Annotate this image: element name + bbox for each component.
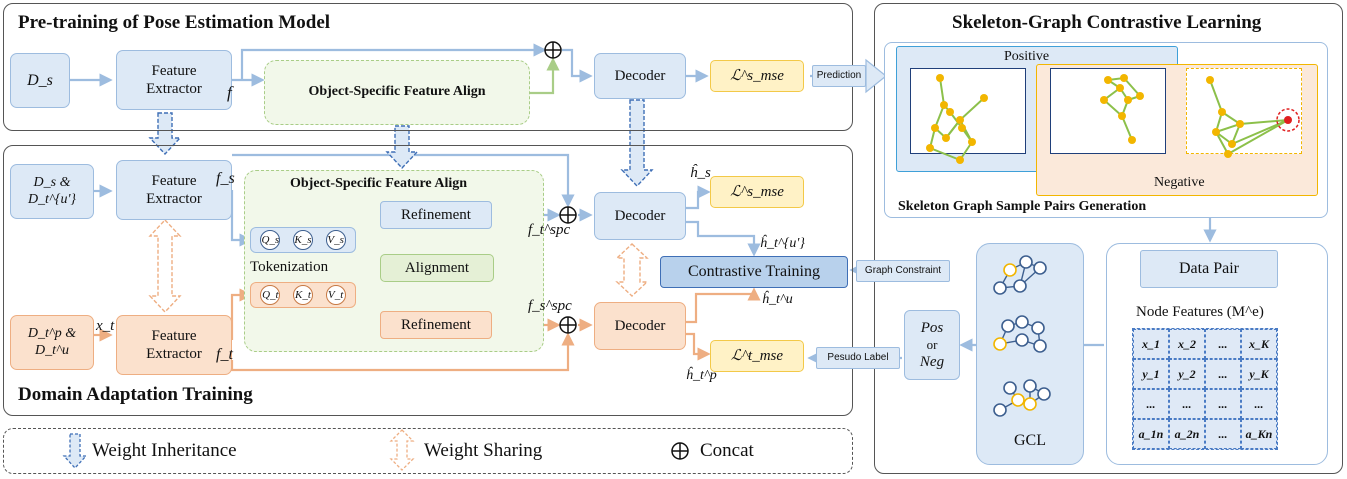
source-decoder: Decoder xyxy=(594,192,686,240)
source-input: D_s & D_t^{u'} xyxy=(10,164,94,219)
sample-pairs-caption: Skeleton Graph Sample Pairs Generation xyxy=(898,199,1147,214)
token-vs: V_s xyxy=(325,230,346,250)
node-feature-cell: a_2n xyxy=(1169,419,1205,449)
gcl-label: GCL xyxy=(1014,431,1046,449)
domain-panel xyxy=(3,145,853,416)
target-feature-extractor: Feature Extractor xyxy=(116,315,232,375)
positive-label: Positive xyxy=(1004,49,1050,64)
graph-constraint-arrow: Graph Constraint xyxy=(856,260,950,282)
node-feature-cell: ... xyxy=(1205,419,1241,449)
token-qt: Q_t xyxy=(260,285,281,305)
domain-align-title: Object-Specific Feature Align xyxy=(290,176,468,191)
domain-title: Domain Adaptation Training xyxy=(18,384,253,405)
legend-icons xyxy=(62,429,689,471)
pretrain-arrows xyxy=(70,43,709,87)
token-vt: V_t xyxy=(325,285,346,305)
target-input: D_t^p & D_t^u xyxy=(10,315,94,370)
pos-neg-box: Pos or Neg xyxy=(904,310,960,380)
graph-constraint-label: Graph Constraint xyxy=(864,265,942,276)
ht-u-prime-label: ĥ_t^{u'} xyxy=(760,236,805,251)
source-loss: ℒ^s_mse xyxy=(710,176,804,208)
pretrain-input: D_s xyxy=(10,53,70,108)
source-refinement: Refinement xyxy=(380,201,492,229)
node-feature-cell: ... xyxy=(1205,329,1241,359)
node-feature-cell: ... xyxy=(1241,389,1277,419)
target-decoder: Decoder xyxy=(594,302,686,350)
alignment-block: Alignment xyxy=(380,254,494,282)
contrastive-training[interactable]: Contrastive Training xyxy=(660,256,848,288)
node-feature-cell: ... xyxy=(1205,359,1241,389)
pretrain-title: Pre-training of Pose Estimation Model xyxy=(18,12,331,33)
node-feature-cell: x_K xyxy=(1241,329,1277,359)
legend-sharing-label: Weight Sharing xyxy=(424,440,543,461)
legend-concat-label: Concat xyxy=(700,440,754,461)
ft-spc-label: f_t^spc xyxy=(528,222,571,238)
fs-spc-label: f_s^spc xyxy=(528,298,572,314)
ft-label: f_t xyxy=(216,346,233,363)
pretrain-align-container xyxy=(264,60,530,125)
pseudo-label-arrow: Pesudo Label xyxy=(816,347,900,369)
prediction-label: Prediction xyxy=(816,70,862,81)
target-refinement: Refinement xyxy=(380,311,492,339)
pretrain-f-label: f xyxy=(227,83,232,102)
neg-label: Neg xyxy=(919,353,945,370)
fs-label: f_s xyxy=(216,170,235,187)
node-features-label: Node Features (M^e) xyxy=(1136,304,1264,320)
tokenization-label: Tokenization xyxy=(250,259,329,275)
token-ks: K_s xyxy=(292,230,313,250)
pseudo-label-label: Pesudo Label xyxy=(827,352,889,363)
node-feature-cell: y_1 xyxy=(1133,359,1169,389)
node-feature-cell: x_1 xyxy=(1133,329,1169,359)
token-kt: K_t xyxy=(292,285,313,305)
node-feature-cell: a_1n xyxy=(1133,419,1169,449)
pretrain-loss: ℒ^s_mse xyxy=(710,60,804,92)
source-feature-extractor: Feature Extractor xyxy=(116,160,232,220)
source-tokens: Q_s K_s V_s xyxy=(250,227,356,253)
target-tokens: Q_t K_t V_t xyxy=(250,282,356,308)
ht-p-label: ĥ_t^p xyxy=(686,368,717,383)
pos-label: Pos xyxy=(920,320,944,337)
hs-label: ĥ_s xyxy=(690,165,711,181)
weight-sharing-arrows xyxy=(148,218,649,314)
pretrain-decoder: Decoder xyxy=(594,53,686,99)
positive-thumb-1 xyxy=(910,68,1026,154)
xt-label: x_t xyxy=(96,318,115,334)
legend-inheritance-label: Weight Inheritance xyxy=(92,440,237,461)
node-feature-cell: y_K xyxy=(1241,359,1277,389)
pretrain-align-label: Object-Specific Feature Align xyxy=(308,84,486,100)
node-feature-cell: ... xyxy=(1205,389,1241,419)
node-feature-cell: ... xyxy=(1133,389,1169,419)
node-feature-cell: ... xyxy=(1169,389,1205,419)
node-feature-cell: x_2 xyxy=(1169,329,1205,359)
target-loss: ℒ^t_mse xyxy=(710,340,804,372)
gcl-region: GCL xyxy=(976,243,1084,465)
pretrain-feature-extractor: Feature Extractor xyxy=(116,50,232,110)
node-feature-cell: y_2 xyxy=(1169,359,1205,389)
skeleton-title: Skeleton-Graph Contrastive Learning xyxy=(952,12,1262,33)
skeleton-panel xyxy=(874,3,1343,474)
node-feature-cell: a_Kn xyxy=(1241,419,1277,449)
or-label: or xyxy=(926,337,938,353)
token-qs: Q_s xyxy=(260,230,281,250)
legend-panel xyxy=(3,428,853,474)
data-pair-box: Data Pair xyxy=(1140,250,1278,288)
negative-label: Negative xyxy=(1154,175,1205,190)
ht-u-label: ĥ_t^u xyxy=(762,292,793,307)
